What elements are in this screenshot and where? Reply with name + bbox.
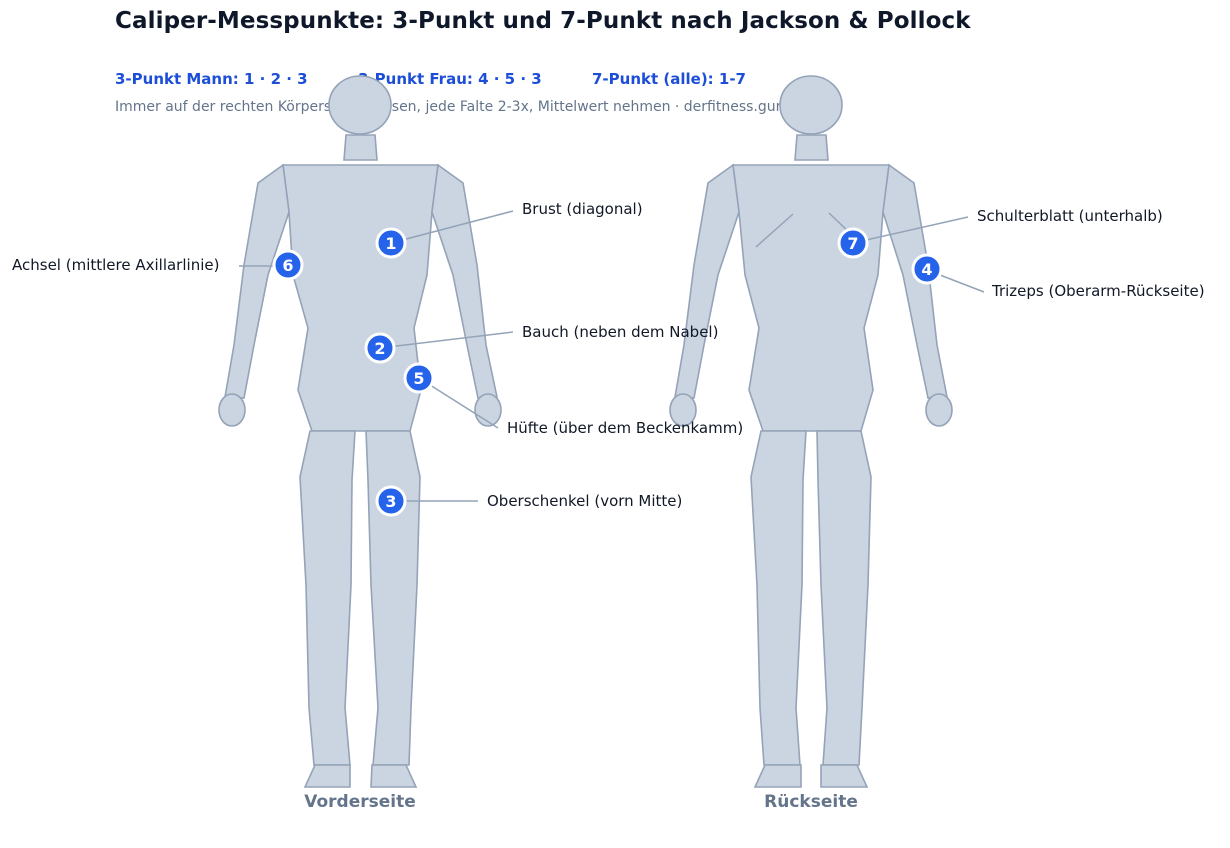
- back-torso: [732, 164, 890, 432]
- front-figure: [218, 75, 502, 788]
- back-leg-right: [750, 430, 807, 766]
- view-label-front: Vorderseite: [304, 792, 416, 812]
- marker-number-6: 6: [282, 256, 293, 275]
- legend-3-point-male: 3-Punkt Mann: 1 · 2 · 3: [115, 70, 308, 88]
- back-hand-right: [669, 393, 697, 427]
- back-leg-left: [816, 430, 872, 766]
- subtitle: Immer auf der rechten Körperseite messen…: [115, 99, 791, 115]
- legend-3-point-female: 3-Punkt Frau: 4 · 5 · 3: [358, 70, 542, 88]
- back-neck: [794, 134, 829, 161]
- marker-number-5: 5: [413, 369, 424, 388]
- back-foot-left: [820, 764, 869, 788]
- marker-circle-3: [375, 485, 407, 517]
- front-foot-left: [370, 764, 418, 788]
- back-head: [779, 75, 843, 135]
- back-arm-left: [882, 163, 948, 399]
- site-label-1: Brust (diagonal): [522, 200, 643, 218]
- leader-line-7: [852, 216, 969, 244]
- site-label-4: Trizeps (Oberarm-Rückseite): [991, 282, 1205, 300]
- front-arm-left: [431, 163, 498, 399]
- front-hand-right: [218, 393, 246, 427]
- marker-1: 1: [375, 227, 407, 259]
- back-foot-right: [753, 764, 802, 788]
- marker-number-7: 7: [847, 234, 858, 253]
- marker-number-3: 3: [385, 492, 396, 511]
- marker-6: 6: [272, 249, 304, 281]
- marker-circle-2: [364, 332, 396, 364]
- site-label-7: Schulterblatt (unterhalb): [977, 207, 1163, 225]
- site-label-6: Achsel (mittlere Axillarlinie): [12, 256, 219, 274]
- marker-number-4: 4: [921, 260, 932, 279]
- page-title: Caliper-Messpunkte: 3-Punkt und 7-Punkt …: [115, 8, 971, 34]
- legend-7-point: 7-Punkt (alle): 1-7: [592, 70, 746, 88]
- marker-3: 3: [375, 485, 407, 517]
- marker-5: 5: [403, 362, 435, 394]
- back-hand-left: [925, 393, 953, 427]
- front-arm-right: [224, 163, 290, 399]
- leader-line-1: [390, 210, 514, 244]
- scapula-line-right: [755, 213, 794, 248]
- marker-circle-7: [837, 227, 869, 259]
- front-leg-right: [299, 430, 356, 766]
- marker-number-2: 2: [374, 339, 385, 358]
- front-leg-left: [365, 430, 421, 766]
- marker-circle-6: [272, 249, 304, 281]
- front-foot-right: [303, 764, 351, 788]
- site-label-5: Hüfte (über dem Beckenkamm): [507, 419, 743, 437]
- view-label-back: Rückseite: [764, 792, 858, 812]
- leader-line-2: [379, 331, 514, 349]
- marker-2: 2: [364, 332, 396, 364]
- back-arm-right: [674, 163, 740, 399]
- marker-circle-1: [375, 227, 407, 259]
- marker-number-1: 1: [385, 234, 396, 253]
- marker-7: 7: [837, 227, 869, 259]
- site-label-2: Bauch (neben dem Nabel): [522, 323, 718, 341]
- marker-4: 4: [911, 253, 943, 285]
- marker-circle-5: [403, 362, 435, 394]
- front-neck: [343, 134, 378, 161]
- marker-circle-4: [911, 253, 943, 285]
- site-label-3: Oberschenkel (vorn Mitte): [487, 492, 682, 510]
- front-head: [328, 75, 392, 135]
- leader-line-5: [418, 377, 499, 429]
